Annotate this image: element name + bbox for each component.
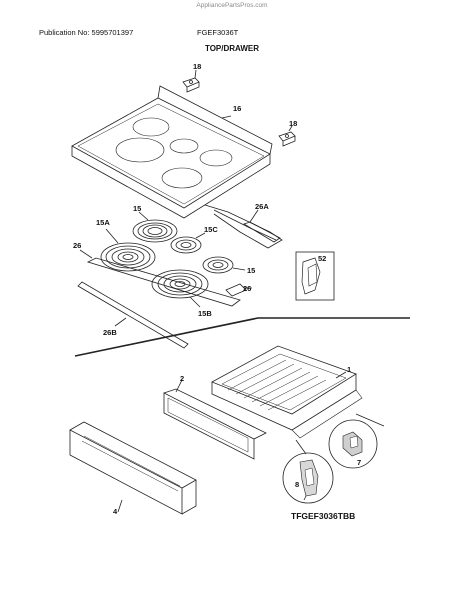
callout-15-right: 15: [247, 266, 255, 275]
detail-circle-7: [328, 419, 378, 469]
callout-15-top: 15: [133, 204, 141, 213]
callout-8: 8: [295, 480, 299, 489]
part-52-box: [295, 251, 335, 301]
callout-15A: 15A: [96, 218, 110, 227]
callout-26-right: 26: [243, 284, 251, 293]
callout-1: 1: [347, 365, 351, 374]
diagram-model-code: TFGEF3036TBB: [291, 511, 356, 521]
callout-15B: 15B: [198, 309, 212, 318]
support-bracket-26-left: [79, 249, 241, 307]
element-15B: [151, 269, 209, 308]
element-15A: [100, 228, 156, 272]
bracket-18-left: [182, 69, 200, 93]
callout-4: 4: [113, 507, 118, 516]
drawer-front-4: [69, 421, 197, 515]
support-bracket-26-right: [225, 283, 252, 297]
model-number: FGEF3036T: [197, 28, 239, 37]
site-watermark: AppliancePartsPros.com: [196, 2, 268, 9]
section-divider: [74, 317, 410, 357]
callout-18-left: 18: [193, 62, 201, 71]
callout-26B: 26B: [103, 328, 117, 337]
section-title: TOP/DRAWER: [204, 44, 260, 53]
support-rail-26B: [77, 281, 189, 349]
drawer-body-1: [211, 345, 363, 439]
element-15C: [170, 232, 206, 254]
bracket-18-right: [278, 125, 296, 147]
callout-52: 52: [318, 254, 326, 263]
callout-26A: 26A: [255, 202, 269, 211]
callout-16: 16: [233, 104, 241, 113]
callout-26-left: 26: [73, 241, 81, 250]
harness-26A: [204, 204, 283, 249]
callout-15C: 15C: [204, 225, 218, 234]
drawer-panel-2: [162, 379, 267, 460]
detail-circle-8: [282, 452, 334, 504]
publication-number: Publication No: 5995701397: [39, 28, 134, 37]
callout-2: 2: [180, 374, 184, 383]
callout-18-right: 18: [289, 119, 297, 128]
cooktop-16: [71, 85, 273, 219]
element-15-top: [132, 211, 178, 243]
callout-7: 7: [357, 458, 361, 467]
element-15-right: [202, 256, 246, 274]
